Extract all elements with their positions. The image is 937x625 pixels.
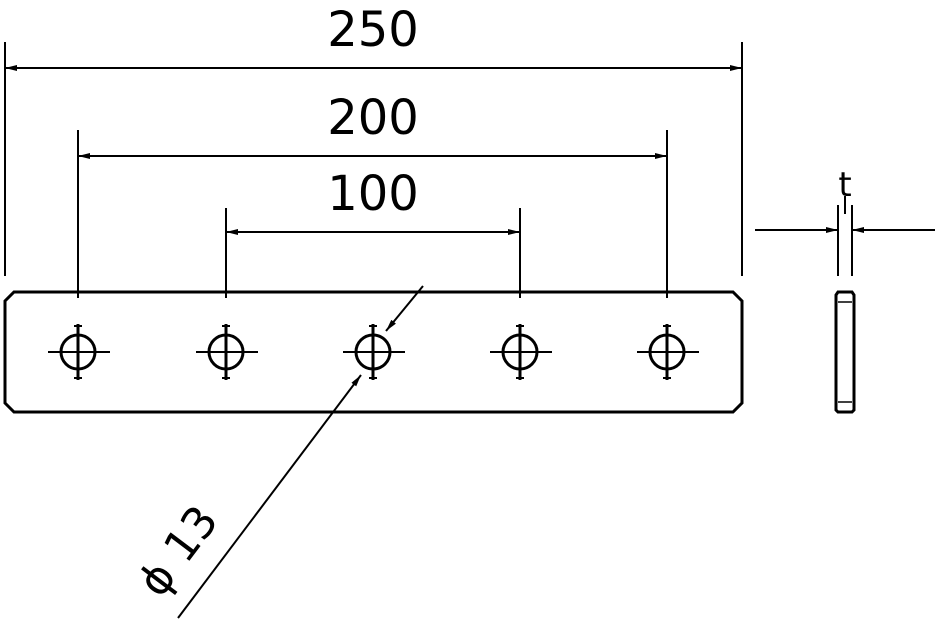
side-view [755, 196, 935, 414]
dimension-label-250: 250 [327, 2, 419, 58]
extension-lines [4, 42, 743, 298]
hole-5 [637, 324, 699, 380]
dimension-lines [5, 65, 742, 235]
holes [48, 324, 699, 380]
flat-connector-plate [3, 290, 744, 414]
thickness-label: t [838, 165, 851, 205]
hole-2 [196, 324, 258, 380]
hole-1 [48, 324, 110, 380]
dimension-label-diameter: ϕ 13 [128, 496, 228, 606]
diameter-leader [177, 285, 424, 619]
hole-3 [343, 324, 405, 380]
dimension-label-100: 100 [327, 166, 419, 222]
hole-4 [490, 324, 552, 380]
dimension-label-200: 200 [327, 90, 419, 146]
